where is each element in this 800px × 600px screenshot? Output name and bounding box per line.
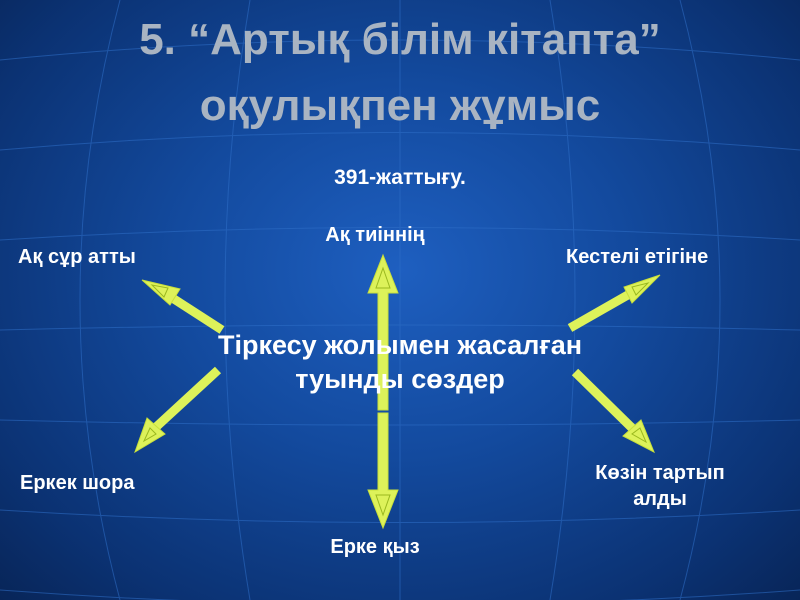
node-bottom-right: Көзін тартып алды — [560, 460, 760, 512]
arrow-down-right — [571, 368, 655, 454]
node-top: Ақ тиіннің — [325, 224, 425, 246]
node-bottom: Ерке қыз — [330, 536, 420, 558]
arrow-down-left — [134, 366, 222, 454]
node-bottom-left: Еркек шора — [20, 472, 135, 494]
arrow-down — [367, 412, 399, 530]
node-top-right: Кестелі етігіне — [566, 246, 709, 268]
node-top-left: Ақ сұр атты — [18, 246, 136, 268]
arrow-up-left — [141, 279, 225, 334]
slide-title-line-1: 5. “Артық білім кітапта” — [139, 15, 661, 64]
arrow-up — [367, 253, 399, 411]
node-bottom-right-line-2: алды — [633, 488, 687, 510]
exercise-label: 391-жаттығу. — [334, 166, 466, 189]
center-concept: Тіркесу жолымен жасалған туынды сөздер — [150, 328, 650, 396]
slide-title-line-2: оқулықпен жұмыс — [199, 81, 601, 130]
center-concept-line-1: Тіркесу жолымен жасалған — [217, 330, 583, 360]
arrow-up-right — [567, 274, 661, 332]
center-concept-line-2: туынды сөздер — [295, 364, 505, 394]
node-bottom-right-line-1: Көзін тартып — [595, 462, 725, 484]
